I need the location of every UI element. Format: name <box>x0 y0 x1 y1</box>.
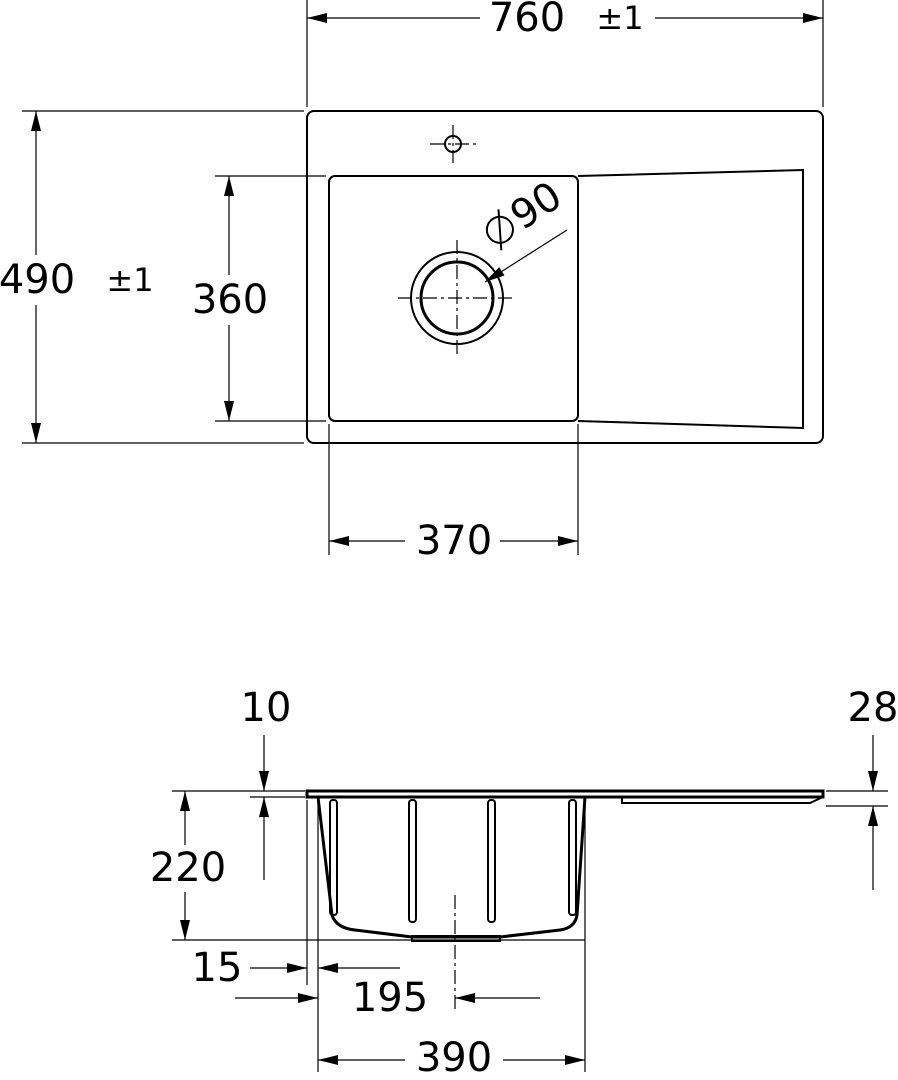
top-view: 90 760 ±1 490 ±1 360 370 <box>0 0 824 564</box>
width-tolerance: ±1 <box>596 0 643 37</box>
diameter-symbol-icon <box>485 209 514 251</box>
bowl-width-dimension: 370 <box>416 518 492 564</box>
width-dimension: 760 <box>489 0 565 41</box>
bowl-profile <box>316 796 587 939</box>
bowl-height-dimension: 220 <box>150 845 226 891</box>
recess-outline <box>621 796 824 804</box>
bowl-outer-width-dimension: 390 <box>416 1035 492 1080</box>
drain-diameter-label: 90 <box>485 173 570 251</box>
drain-icon <box>398 240 516 356</box>
rim-offset-dimension: 15 <box>192 945 243 991</box>
sink-outline <box>306 110 824 444</box>
depth-dimension: 490 <box>0 257 75 303</box>
recess-dimension: 28 <box>848 685 898 731</box>
tap-hole-icon <box>430 125 476 163</box>
drainer-outline <box>577 168 804 430</box>
drain-center-dimension: 195 <box>352 975 428 1021</box>
rim-slab <box>305 789 825 799</box>
depth-tolerance: ±1 <box>106 261 153 299</box>
side-view: 10 28 220 15 195 390 <box>150 685 898 1080</box>
ribs <box>329 799 577 923</box>
drain-flange <box>411 935 501 942</box>
drain-leader <box>484 229 568 283</box>
rim-thickness-dimension: 10 <box>241 685 292 731</box>
bowl-outline <box>328 175 579 422</box>
bowl-depth-dimension: 360 <box>192 277 268 323</box>
